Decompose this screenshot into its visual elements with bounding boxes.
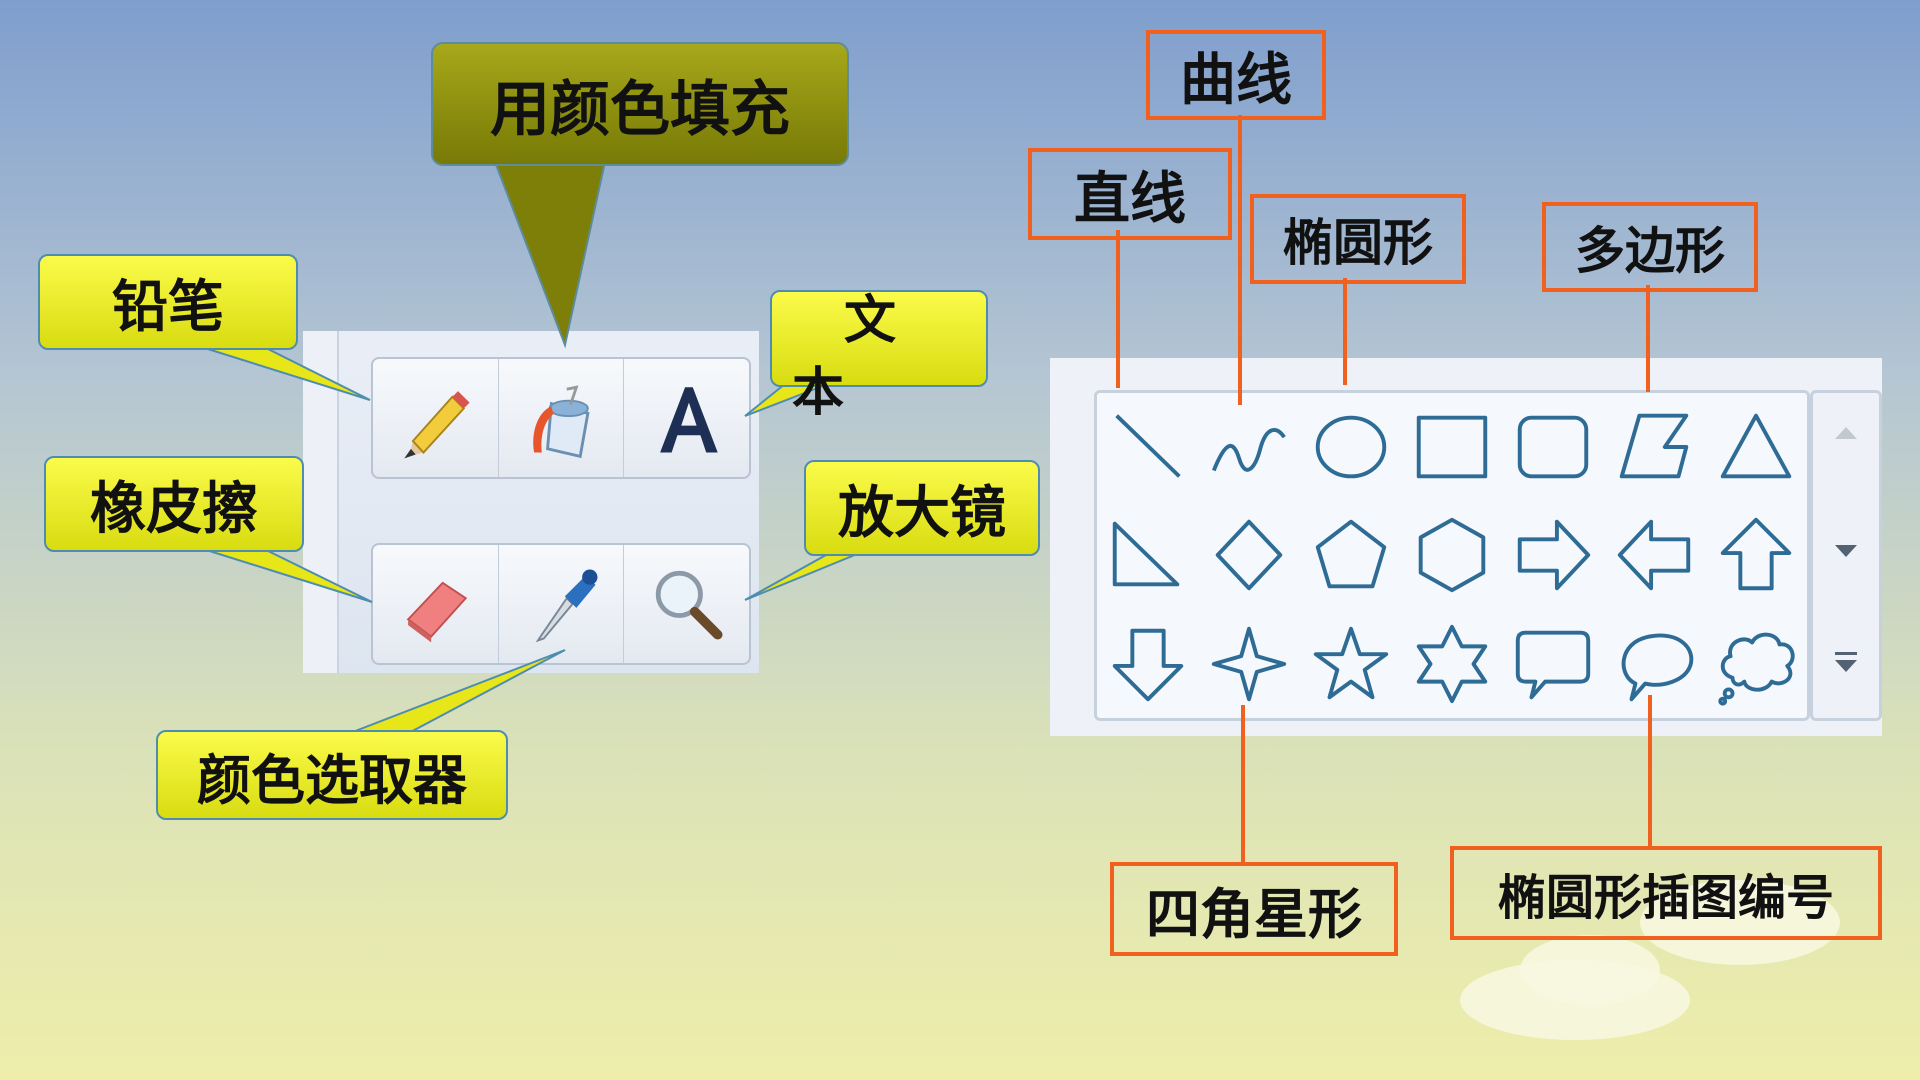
color-picker-label-text: 颜色选取器 [197, 748, 467, 812]
shape-polygon-button[interactable] [1604, 393, 1705, 501]
pencil-label-text: 铅笔 [112, 274, 224, 340]
shape-oval-callout-button[interactable] [1604, 610, 1705, 718]
shape-four-point-star-button[interactable] [1198, 610, 1299, 718]
tool-group-top [371, 357, 751, 479]
paint-bucket-icon [533, 385, 590, 459]
oval-icon [1315, 415, 1386, 479]
cloud-callout-icon [1718, 632, 1795, 706]
caret-up-icon [1835, 427, 1857, 439]
pentagon-icon [1315, 520, 1386, 589]
curve-label: 曲线 [1146, 30, 1326, 120]
caret-down-icon [1835, 545, 1857, 557]
cloud-decoration [1640, 880, 1840, 965]
shape-rounded-rectangle-button[interactable] [1503, 393, 1604, 501]
eyedropper-icon [535, 569, 598, 643]
oval-label: 椭圆形 [1250, 194, 1466, 284]
color-picker-button[interactable] [499, 545, 625, 663]
shape-rounded-rectangle-callout-button[interactable] [1503, 610, 1604, 718]
shape-pentagon-button[interactable] [1300, 501, 1401, 609]
eraser-label: 橡皮擦 [44, 456, 304, 552]
fill-button[interactable] [499, 359, 625, 477]
shape-hexagon-button[interactable] [1401, 501, 1502, 609]
shape-cloud-callout-button[interactable] [1706, 610, 1807, 718]
curve-icon [1212, 428, 1286, 472]
scroll-down-button[interactable] [1813, 521, 1879, 581]
expand-icon [1835, 652, 1857, 672]
fill-label-text: 用颜色填充 [490, 74, 790, 145]
text-label-line1: 文 [844, 291, 897, 351]
shape-right-triangle-button[interactable] [1097, 501, 1198, 609]
six-point-star-icon [1416, 624, 1488, 703]
magnifier-icon [655, 570, 723, 640]
cloud-decoration [1520, 935, 1660, 1005]
pencil-button[interactable] [373, 359, 499, 477]
eraser-icon [407, 581, 468, 643]
shape-rectangle-button[interactable] [1401, 393, 1502, 501]
text-button[interactable] [624, 359, 749, 477]
diamond-icon [1215, 520, 1283, 591]
right-triangle-icon [1112, 522, 1180, 587]
shape-line-button[interactable] [1097, 393, 1198, 501]
line-label: 直线 [1028, 148, 1232, 240]
shape-five-point-star-button[interactable] [1300, 610, 1401, 718]
text-label: 文 本 [770, 290, 988, 423]
shape-triangle-button[interactable] [1706, 393, 1807, 501]
up-arrow-icon [1721, 518, 1792, 591]
shapes-panel [1050, 358, 1882, 736]
right-arrow-icon [1518, 520, 1591, 591]
oval-callout-label-text: 椭圆形插图编号 [1497, 870, 1834, 926]
hexagon-icon [1418, 518, 1486, 593]
four-point-star-label: 四角星形 [1110, 862, 1398, 956]
shape-up-arrow-button[interactable] [1706, 501, 1807, 609]
fill-label: 用颜色填充 [431, 42, 849, 166]
polygon-label: 多边形 [1542, 202, 1758, 292]
four-point-star-icon [1211, 626, 1287, 702]
magnifier-label-text: 放大镜 [838, 480, 1006, 546]
rectangle-icon [1416, 415, 1488, 479]
rounded-rectangle-icon [1518, 415, 1589, 479]
shape-six-point-star-button[interactable] [1401, 610, 1502, 718]
magnifier-button[interactable] [624, 545, 749, 663]
polygon-icon [1619, 413, 1689, 479]
curve-label-text: 曲线 [1180, 47, 1292, 113]
expand-gallery-button[interactable] [1813, 633, 1879, 693]
shape-left-arrow-button[interactable] [1604, 501, 1705, 609]
triangle-icon [1721, 413, 1792, 479]
panel-divider [303, 331, 339, 673]
text-a-icon [659, 387, 718, 453]
shape-curve-button[interactable] [1198, 393, 1299, 501]
polygon-label-text: 多边形 [1575, 222, 1725, 280]
shape-right-arrow-button[interactable] [1503, 501, 1604, 609]
pencil-icon [404, 391, 470, 459]
line-label-text: 直线 [1074, 166, 1186, 232]
shape-diamond-button[interactable] [1198, 501, 1299, 609]
five-point-star-icon [1313, 626, 1388, 700]
tools-panel [303, 331, 759, 673]
eraser-label-text: 橡皮擦 [90, 476, 258, 542]
oval-label-text: 椭圆形 [1283, 214, 1433, 272]
text-label-line2: 本 [792, 363, 845, 423]
shape-down-arrow-button[interactable] [1097, 610, 1198, 718]
oval-callout-icon [1621, 633, 1694, 702]
shape-oval-button[interactable] [1300, 393, 1401, 501]
left-arrow-icon [1617, 520, 1691, 591]
rounded-rectangle-callout-icon [1516, 630, 1591, 700]
color-picker-label: 颜色选取器 [156, 730, 508, 820]
shapes-gallery [1094, 390, 1810, 721]
magnifier-label: 放大镜 [804, 460, 1040, 556]
down-arrow-icon [1112, 628, 1183, 702]
line-icon [1115, 414, 1181, 478]
eraser-button[interactable] [373, 545, 499, 663]
pencil-label: 铅笔 [38, 254, 298, 350]
gallery-scrollbar [1810, 390, 1882, 721]
four-point-star-label-text: 四角星形 [1146, 882, 1362, 946]
scroll-up-button[interactable] [1813, 403, 1879, 463]
tool-group-bottom [371, 543, 751, 665]
oval-callout-label: 椭圆形插图编号 [1450, 846, 1882, 940]
